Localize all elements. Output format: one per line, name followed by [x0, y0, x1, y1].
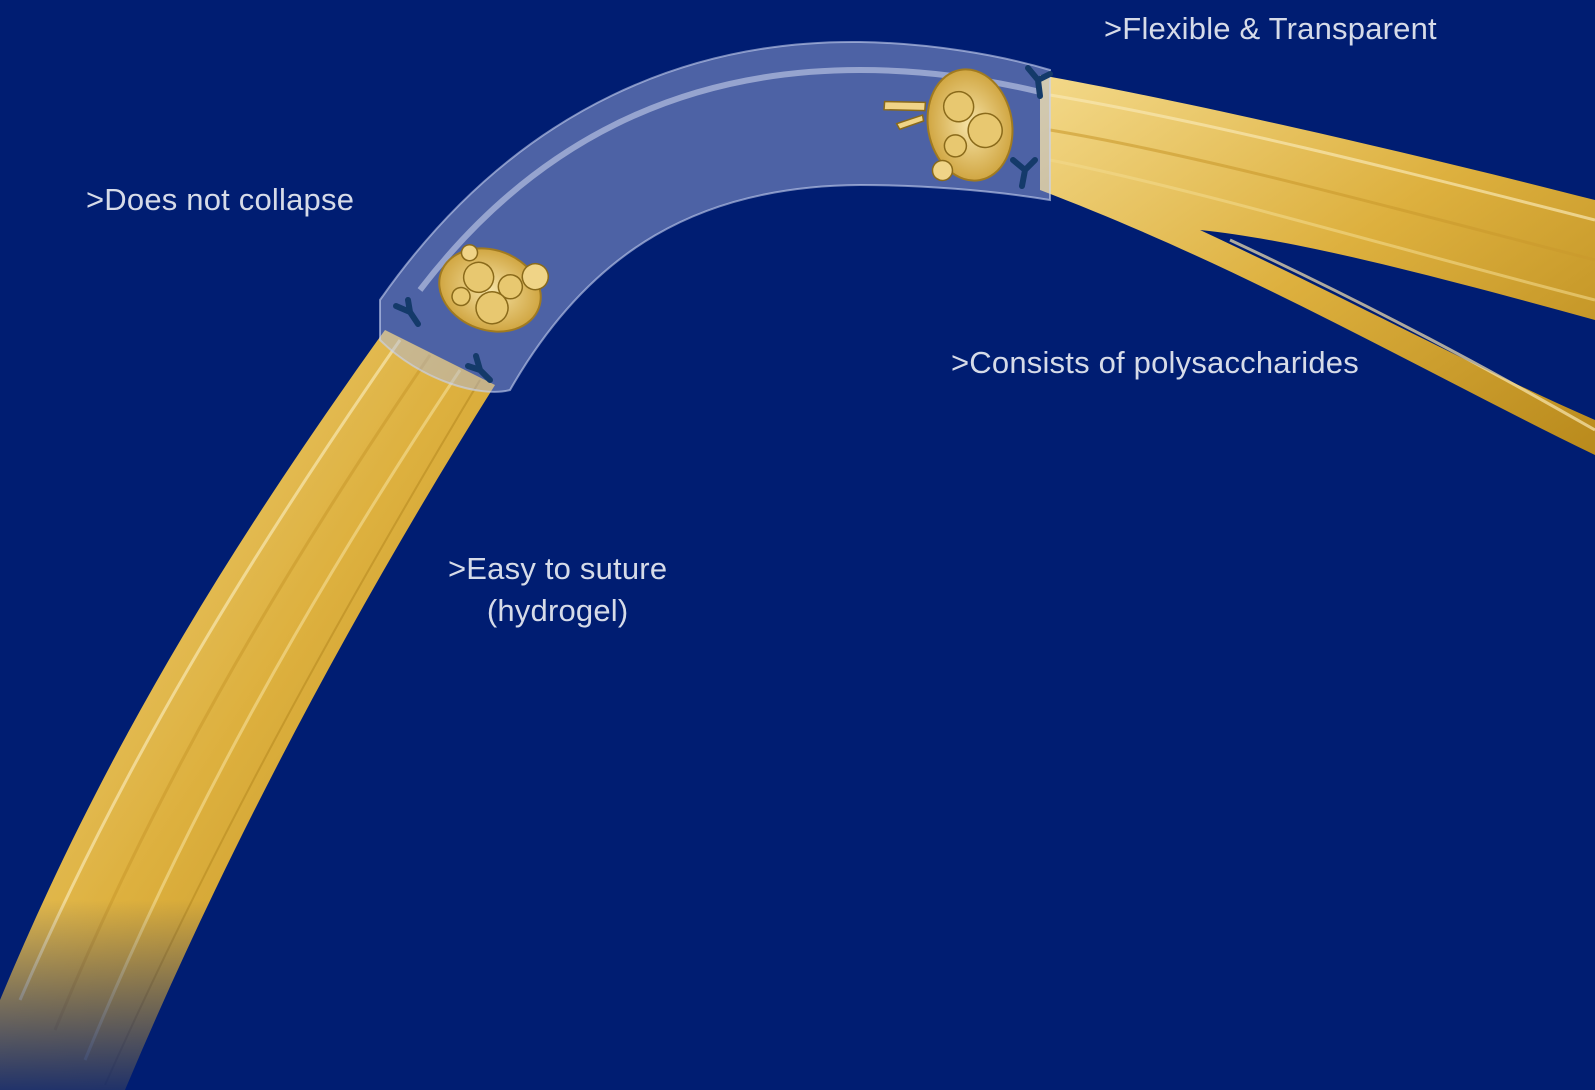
- label-easy-to-suture-line1: >Easy to suture: [448, 548, 667, 590]
- proximal-nerve-stump: [0, 330, 495, 1090]
- label-easy-to-suture: >Easy to suture (hydrogel): [448, 548, 667, 632]
- label-does-not-collapse: >Does not collapse: [86, 179, 354, 221]
- label-polysaccharides: >Consists of polysaccharides: [951, 342, 1359, 384]
- label-easy-to-suture-line2: (hydrogel): [448, 590, 667, 632]
- label-flexible-transparent: >Flexible & Transparent: [1104, 8, 1437, 50]
- distal-nerve-stump: [1040, 75, 1595, 455]
